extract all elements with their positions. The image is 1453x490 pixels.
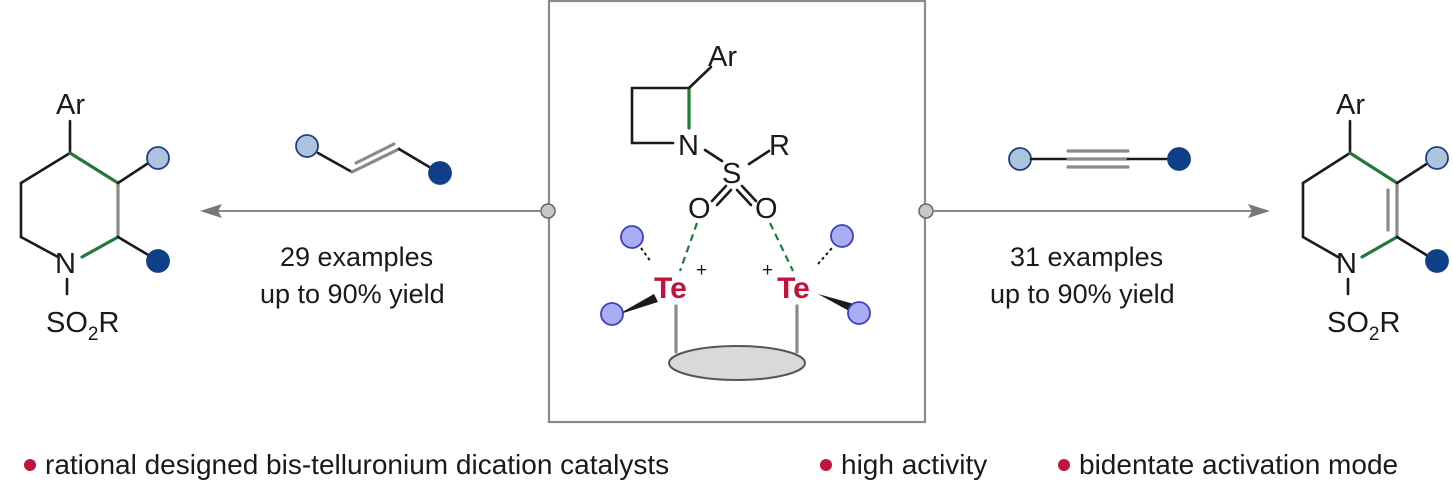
left-conditions-line1: 29 examples [280, 242, 433, 272]
right-reaction-arrow [918, 203, 1270, 219]
charge-right: + [762, 260, 773, 281]
catalyst-right-center: + Te [762, 224, 871, 354]
right-conditions-line1: 31 examples [1010, 242, 1163, 272]
right-product-sulfonyl: SO2R [1327, 307, 1400, 345]
right-product: Ar N SO2R [1301, 89, 1449, 345]
catalyst-scaffold [668, 345, 806, 381]
feature-bullets: rational designed bis-telluronium dicati… [0, 449, 1453, 489]
chalcogen-bond-left [678, 222, 699, 272]
left-product-aryl: Ar [56, 89, 85, 121]
bullet-item: high activity [820, 449, 987, 481]
chalcogen-bond-right [769, 222, 794, 272]
wedge-bond [818, 294, 854, 312]
bullet-text: bidentate activation mode [1079, 449, 1399, 480]
alkyne-reagent [1008, 147, 1191, 171]
ligand-ball [830, 224, 854, 248]
oxygen-right-label: O [755, 193, 778, 225]
bullet-text: rational designed bis-telluronium dicati… [45, 449, 670, 480]
left-product: Ar N SO2R [19, 89, 170, 345]
bullet-item: bidentate activation mode [1058, 449, 1398, 481]
left-product-sulfonyl: SO2R [46, 307, 119, 345]
tellurium-left-label: Te [654, 272, 687, 305]
nitrogen-label: N [678, 130, 699, 162]
r-group-label: R [769, 130, 790, 162]
right-conditions-line2: up to 90% yield [990, 279, 1175, 309]
bullet-dot-icon [820, 459, 832, 471]
left-conditions-line2: up to 90% yield [260, 279, 445, 309]
sulfur-label: S [722, 158, 741, 190]
bullet-dot-icon [24, 459, 36, 471]
bullet-dot-icon [1058, 459, 1070, 471]
ligand-ball [620, 225, 644, 249]
alkene-reagent [295, 134, 452, 185]
catalyst-left-center: Te + [600, 225, 707, 354]
tellurium-right-label: Te [777, 272, 810, 305]
right-product-nitrogen: N [1336, 248, 1357, 280]
ligand-ball [847, 301, 871, 325]
oxygen-left-label: O [688, 193, 711, 225]
aryl-label: Ar [708, 41, 737, 73]
azetidine-substrate: Ar N S R O O [630, 41, 790, 225]
left-product-nitrogen: N [55, 248, 76, 280]
wedge-bond [617, 294, 658, 315]
charge-left: + [696, 260, 707, 281]
left-reaction-arrow [200, 203, 556, 219]
right-product-aryl: Ar [1336, 89, 1365, 121]
reaction-scheme: Ar N S R O O Te + + Te [19, 0, 1449, 424]
bullet-text: high activity [841, 449, 988, 480]
ligand-ball [600, 302, 624, 326]
bullet-item: rational designed bis-telluronium dicati… [24, 449, 669, 481]
